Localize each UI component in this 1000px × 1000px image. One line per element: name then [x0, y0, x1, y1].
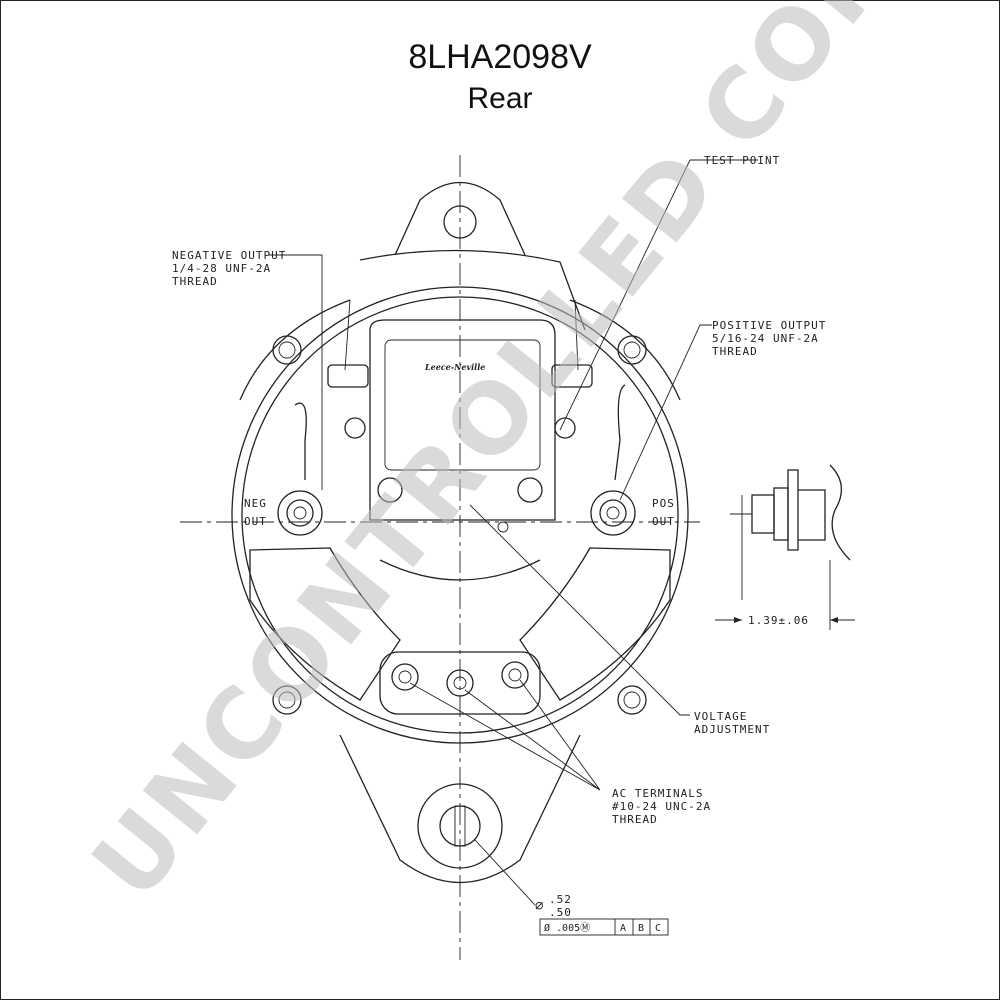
fcf-outline	[539, 918, 669, 936]
dimension-label: 1.39±.06	[748, 614, 809, 627]
neg-connector	[327, 364, 369, 388]
neg-terminal-stud	[293, 506, 307, 520]
dim-arrowhead-left	[734, 617, 742, 623]
side-insulator	[787, 469, 799, 551]
pos-terminal-label-2: OUT	[652, 515, 675, 528]
regulator-screw-right	[517, 477, 543, 503]
bottom-mount-slot	[454, 805, 466, 847]
neg-lead-wire	[294, 402, 307, 480]
side-washer	[773, 487, 789, 541]
pos-output-label-3: THREAD	[712, 345, 758, 358]
diameter-upper: .52	[549, 893, 572, 906]
feature-control-frame: Ø .005Ⓜ A B C	[539, 918, 669, 936]
pos-lead-wire	[614, 384, 626, 481]
ac-terminal-3-stud	[508, 668, 522, 682]
side-nut	[751, 494, 775, 534]
regulator-screw-left	[377, 477, 403, 503]
regulator-face	[384, 339, 541, 471]
pos-terminal-stud	[606, 506, 620, 520]
test-point-leader	[559, 159, 691, 431]
pos-terminal-nut	[599, 499, 627, 527]
neg-terminal-nut	[286, 499, 314, 527]
uncontrolled-copy-watermark: UNCONTROLLED COPY	[71, 0, 959, 919]
boss-lower-left-hole	[278, 691, 296, 709]
housing-inner-ring	[241, 296, 679, 734]
pos-output-leader	[619, 324, 712, 501]
ac-terminal-1-stud	[398, 670, 412, 684]
voltage-adjustment-pot	[497, 521, 509, 533]
ac-terminal-2	[446, 669, 474, 697]
pos-terminal-label-1: POS	[652, 497, 675, 510]
pos-output-terminal	[590, 490, 636, 536]
harness-drops	[344, 299, 579, 371]
pos-connector	[551, 364, 593, 388]
diameter-symbol: ⌀	[535, 898, 544, 914]
diameter-leader	[474, 839, 536, 906]
regulator-housing	[369, 319, 556, 521]
housing-rib-left	[239, 299, 351, 401]
boss-upper-left	[272, 335, 302, 365]
neg-output-label-3: THREAD	[172, 275, 218, 288]
regulator-stud-left	[344, 417, 366, 439]
top-wire-harness	[359, 249, 586, 331]
top-mount-hole	[443, 205, 477, 239]
test-point-label: TEST POINT	[704, 154, 780, 167]
ac-terminals-label-3: THREAD	[612, 813, 658, 826]
boss-lower-left	[272, 685, 302, 715]
boss-upper-right-hole	[623, 341, 641, 359]
bottom-mounting-ear	[339, 734, 581, 884]
neg-terminal-label-2: OUT	[244, 515, 267, 528]
neg-terminal-label-1: NEG	[244, 497, 267, 510]
dim-arrowhead-right	[830, 617, 838, 623]
fcf-datum-b: B	[638, 923, 645, 934]
manufacturer-logo: Leece-Neville	[424, 362, 485, 372]
ac-terminals-label-1: AC TERMINALS	[612, 787, 703, 800]
terminal-side-view	[715, 464, 855, 630]
ac-terminal-2-stud	[453, 676, 467, 690]
boss-upper-right	[617, 335, 647, 365]
inner-arc	[379, 559, 541, 581]
neg-output-leader	[268, 254, 323, 490]
ac-terminals-label-2: #10-24 UNC-2A	[612, 800, 711, 813]
page-title: 8LHA2098V	[408, 38, 592, 76]
fcf-datum-a: A	[620, 923, 627, 934]
bottom-mount-boss	[417, 783, 503, 869]
fcf-tolerance: Ø .005Ⓜ	[544, 922, 590, 934]
neg-output-label-2: 1/4-28 UNF-2A	[172, 262, 271, 275]
pos-output-label-2: 5/16-24 UNF-2A	[712, 332, 819, 345]
top-mounting-ear	[394, 181, 526, 256]
view-subtitle: Rear	[467, 82, 533, 115]
side-break-line	[829, 464, 851, 561]
boss-lower-right-hole	[623, 691, 641, 709]
ac-terminal-3	[501, 661, 529, 689]
vent-window-left	[249, 547, 401, 701]
diameter-lower: .50	[549, 906, 572, 919]
pos-output-label-1: POSITIVE OUTPUT	[712, 319, 826, 332]
fcf-datum-c: C	[655, 923, 662, 934]
ac-terminals-leaders	[409, 679, 601, 791]
voltage-adj-leader	[469, 504, 690, 716]
ac-terminal-block	[379, 651, 541, 715]
ac-terminal-1	[391, 663, 419, 691]
vent-window-right	[519, 547, 671, 701]
regulator-stud-right	[554, 417, 576, 439]
housing-outer-ring	[231, 286, 689, 744]
side-body	[798, 489, 826, 541]
boss-lower-right	[617, 685, 647, 715]
voltage-adj-label-2: ADJUSTMENT	[694, 723, 770, 736]
voltage-adj-label-1: VOLTAGE	[694, 710, 747, 723]
neg-output-label-1: NEGATIVE OUTPUT	[172, 249, 286, 262]
boss-upper-left-hole	[278, 341, 296, 359]
neg-output-terminal	[277, 490, 323, 536]
